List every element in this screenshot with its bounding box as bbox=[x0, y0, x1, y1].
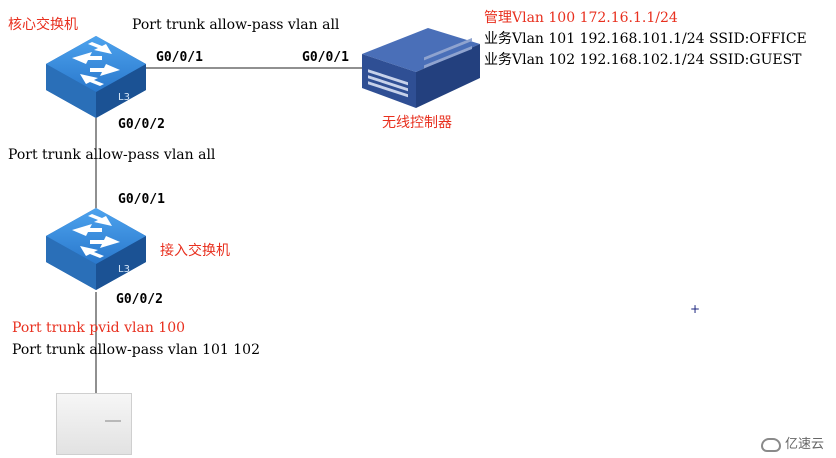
vlan-mgmt-info: 管理Vlan 100 172.16.1.1/24 bbox=[484, 10, 678, 26]
access-port-up: G0/0/1 bbox=[118, 192, 165, 207]
access-switch-badge: L3 bbox=[118, 264, 130, 275]
core-port-to-access: G0/0/2 bbox=[118, 117, 165, 132]
link-core-ac-config: Port trunk allow-pass vlan all bbox=[132, 17, 340, 33]
wireless-controller-icon[interactable] bbox=[358, 24, 484, 110]
wireless-controller-title: 无线控制器 bbox=[382, 115, 452, 131]
ap-logo bbox=[105, 420, 121, 422]
access-port-down: G0/0/2 bbox=[116, 292, 163, 307]
access-switch-icon[interactable]: L3 bbox=[44, 206, 148, 292]
ac-port: G0/0/1 bbox=[302, 50, 349, 65]
vlan-guest-info: 业务Vlan 102 192.168.102.1/24 SSID:GUEST bbox=[484, 52, 802, 68]
core-switch-badge: L3 bbox=[118, 92, 130, 103]
watermark: 亿速云 bbox=[760, 433, 824, 452]
link-access-ap-pvid: Port trunk pvid vlan 100 bbox=[12, 320, 186, 336]
access-switch-title: 接入交换机 bbox=[160, 243, 230, 259]
core-port-to-ac: G0/0/1 bbox=[156, 50, 203, 65]
cloud-logo-icon bbox=[760, 437, 781, 452]
core-switch-icon[interactable]: L3 bbox=[44, 34, 148, 120]
link-core-access-config: Port trunk allow-pass vlan all bbox=[8, 147, 216, 163]
access-point-icon[interactable] bbox=[56, 393, 132, 455]
crosshair-cursor-icon: + bbox=[690, 302, 701, 316]
vlan-office-info: 业务Vlan 101 192.168.101.1/24 SSID:OFFICE bbox=[484, 31, 807, 47]
link-access-ap-allow: Port trunk allow-pass vlan 101 102 bbox=[12, 342, 261, 358]
core-switch-title: 核心交换机 bbox=[8, 17, 78, 33]
watermark-text: 亿速云 bbox=[784, 437, 824, 452]
